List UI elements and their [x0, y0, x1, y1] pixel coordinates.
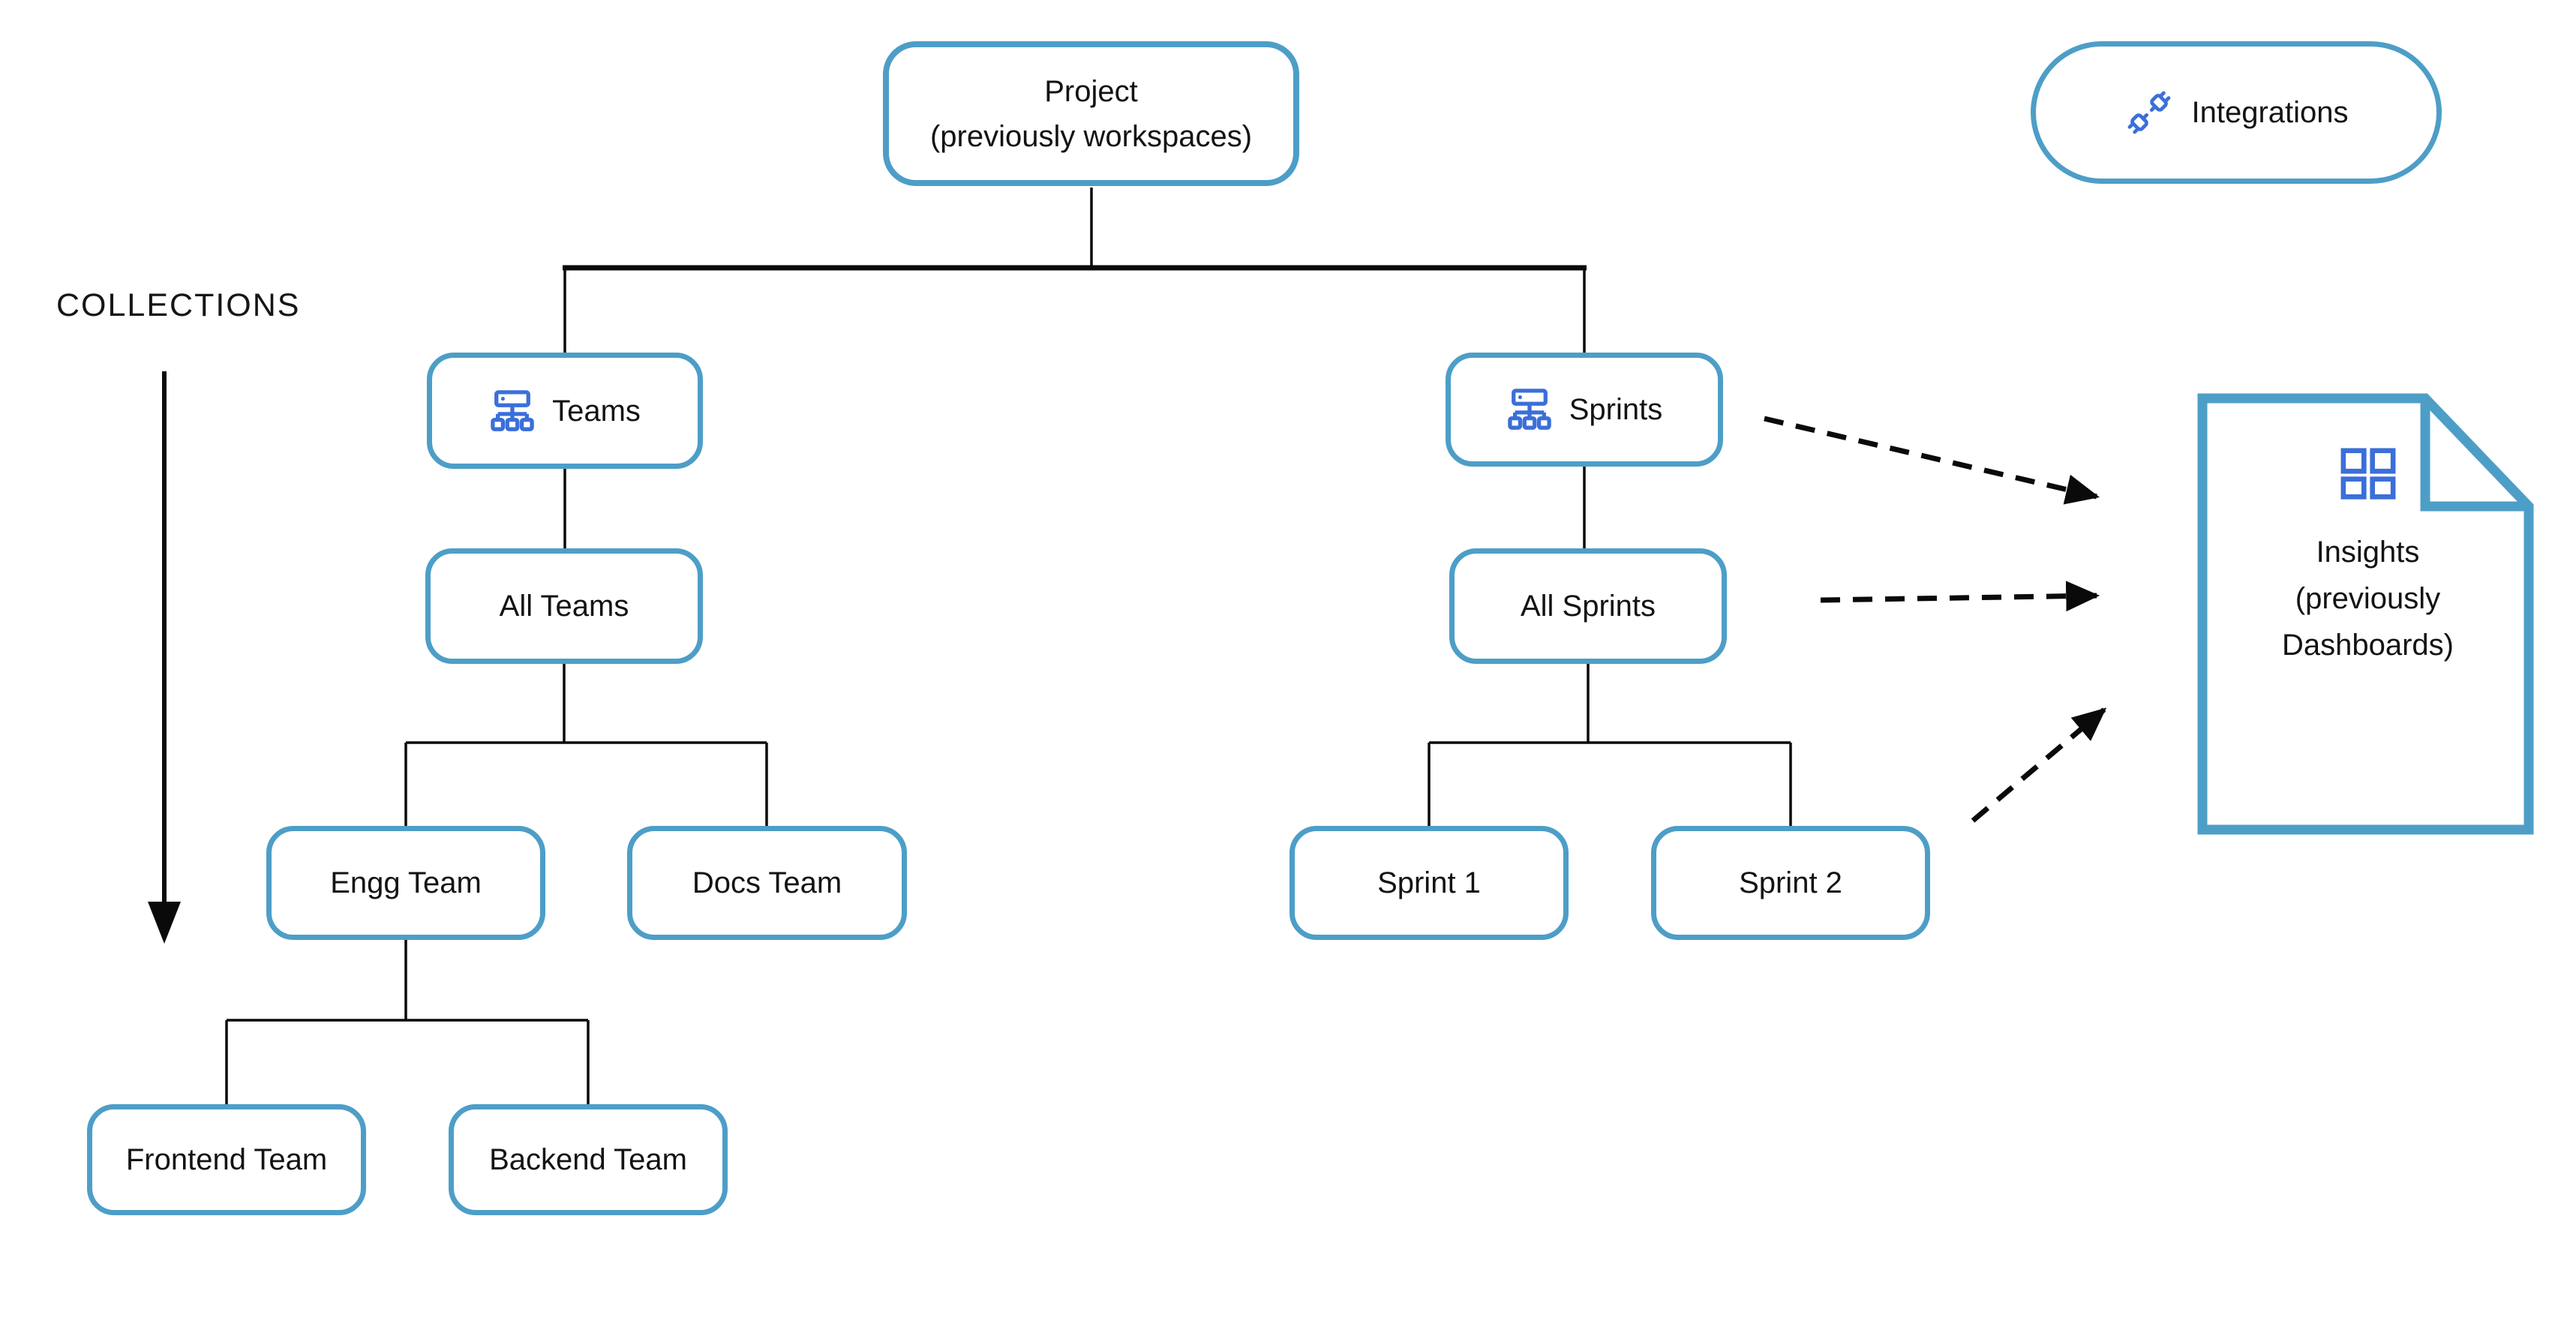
- dashed-arrow-sprint2-to-insights: [1971, 707, 2107, 823]
- node-sprint-2: Sprint 2: [1651, 826, 1930, 940]
- backend-team-label: Backend Team: [489, 1143, 687, 1176]
- insights-label: Insights (previously Dashboards): [2282, 529, 2454, 668]
- project-label-line2: (previously workspaces): [929, 119, 1253, 153]
- sitemap-icon: [489, 389, 536, 433]
- sitemap-icon: [1506, 388, 1553, 431]
- all-teams-label: All Teams: [499, 590, 629, 623]
- node-all-teams: All Teams: [425, 548, 703, 664]
- insights-label-line2: (previously: [2295, 582, 2441, 615]
- document-fold-flap: [2420, 398, 2529, 512]
- sprints-label: Sprints: [1569, 393, 1663, 426]
- collections-arrowhead: [148, 902, 181, 944]
- insights-label-line3: Dashboards): [2281, 629, 2454, 662]
- dashed-arrows: [1764, 416, 2107, 823]
- node-engg-team: Engg Team: [266, 826, 545, 940]
- node-frontend-team: Frontend Team: [87, 1104, 366, 1215]
- insights-document-shape: [2197, 393, 2534, 835]
- node-sprints: Sprints: [1446, 353, 1723, 467]
- dashed-arrow-allsprints-to-insights: [1820, 581, 2100, 612]
- insights-label-line1: Insights: [2316, 536, 2420, 569]
- node-teams: Teams: [427, 353, 703, 469]
- project-label-line1: Project: [1044, 74, 1138, 108]
- integrations-label: Integrations: [2191, 96, 2349, 129]
- node-sprint-1: Sprint 1: [1290, 826, 1569, 940]
- node-backend-team: Backend Team: [449, 1104, 728, 1215]
- engg-team-label: Engg Team: [330, 866, 482, 899]
- sprint-1-label: Sprint 1: [1377, 866, 1481, 899]
- tree-connectors: [225, 188, 1792, 1106]
- teams-label: Teams: [552, 394, 641, 428]
- sprint-2-label: Sprint 2: [1739, 866, 1842, 899]
- docs-team-label: Docs Team: [692, 866, 842, 899]
- plug-icon: [2124, 87, 2175, 138]
- collections-label: COLLECTIONS: [56, 287, 301, 323]
- node-integrations: Integrations: [2031, 41, 2442, 184]
- collections-arrow: [148, 371, 181, 944]
- node-all-sprints: All Sprints: [1449, 548, 1727, 664]
- all-sprints-label: All Sprints: [1520, 590, 1656, 623]
- dashed-arrow-sprints-to-insights: [1764, 416, 2100, 505]
- node-project: Project (previously workspaces): [883, 41, 1299, 186]
- dashboard-grid-icon: [2340, 447, 2397, 505]
- node-docs-team: Docs Team: [627, 826, 907, 940]
- frontend-team-label: Frontend Team: [125, 1143, 328, 1176]
- node-insights: Insights (previously Dashboards): [2197, 389, 2538, 835]
